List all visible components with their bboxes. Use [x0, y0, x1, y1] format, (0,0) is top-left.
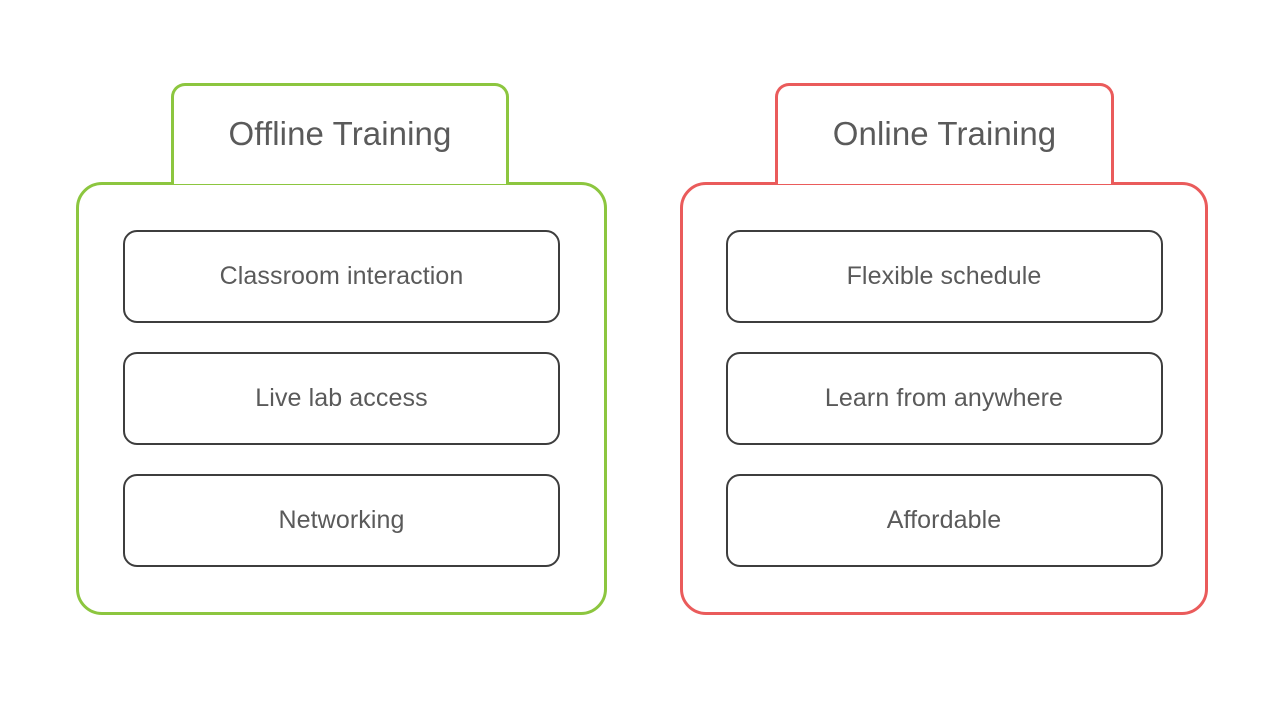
panel-body-offline: Classroom interaction Live lab access Ne… — [76, 182, 607, 615]
panel-body-online: Flexible schedule Learn from anywhere Af… — [680, 182, 1208, 615]
panel-offline-training: Offline Training Classroom interaction L… — [76, 83, 607, 615]
panel-title-online: Online Training — [832, 114, 1057, 152]
feature-item: Networking — [123, 474, 560, 567]
panel-online-training: Online Training Flexible schedule Learn … — [680, 83, 1208, 615]
panel-title-offline: Offline Training — [228, 114, 452, 152]
feature-label: Live lab access — [255, 384, 428, 412]
feature-item: Affordable — [725, 474, 1163, 567]
feature-label: Learn from anywhere — [824, 384, 1064, 412]
feature-label: Flexible schedule — [846, 262, 1042, 290]
feature-label: Affordable — [886, 506, 1002, 534]
feature-item: Classroom interaction — [123, 230, 560, 323]
panel-header-tab-online: Online Training — [775, 83, 1114, 184]
feature-item: Learn from anywhere — [725, 352, 1163, 445]
panel-header-tab-offline: Offline Training — [171, 83, 509, 184]
feature-item: Flexible schedule — [725, 230, 1163, 323]
feature-label: Classroom interaction — [219, 262, 464, 290]
feature-item: Live lab access — [123, 352, 560, 445]
feature-label: Networking — [278, 506, 405, 534]
